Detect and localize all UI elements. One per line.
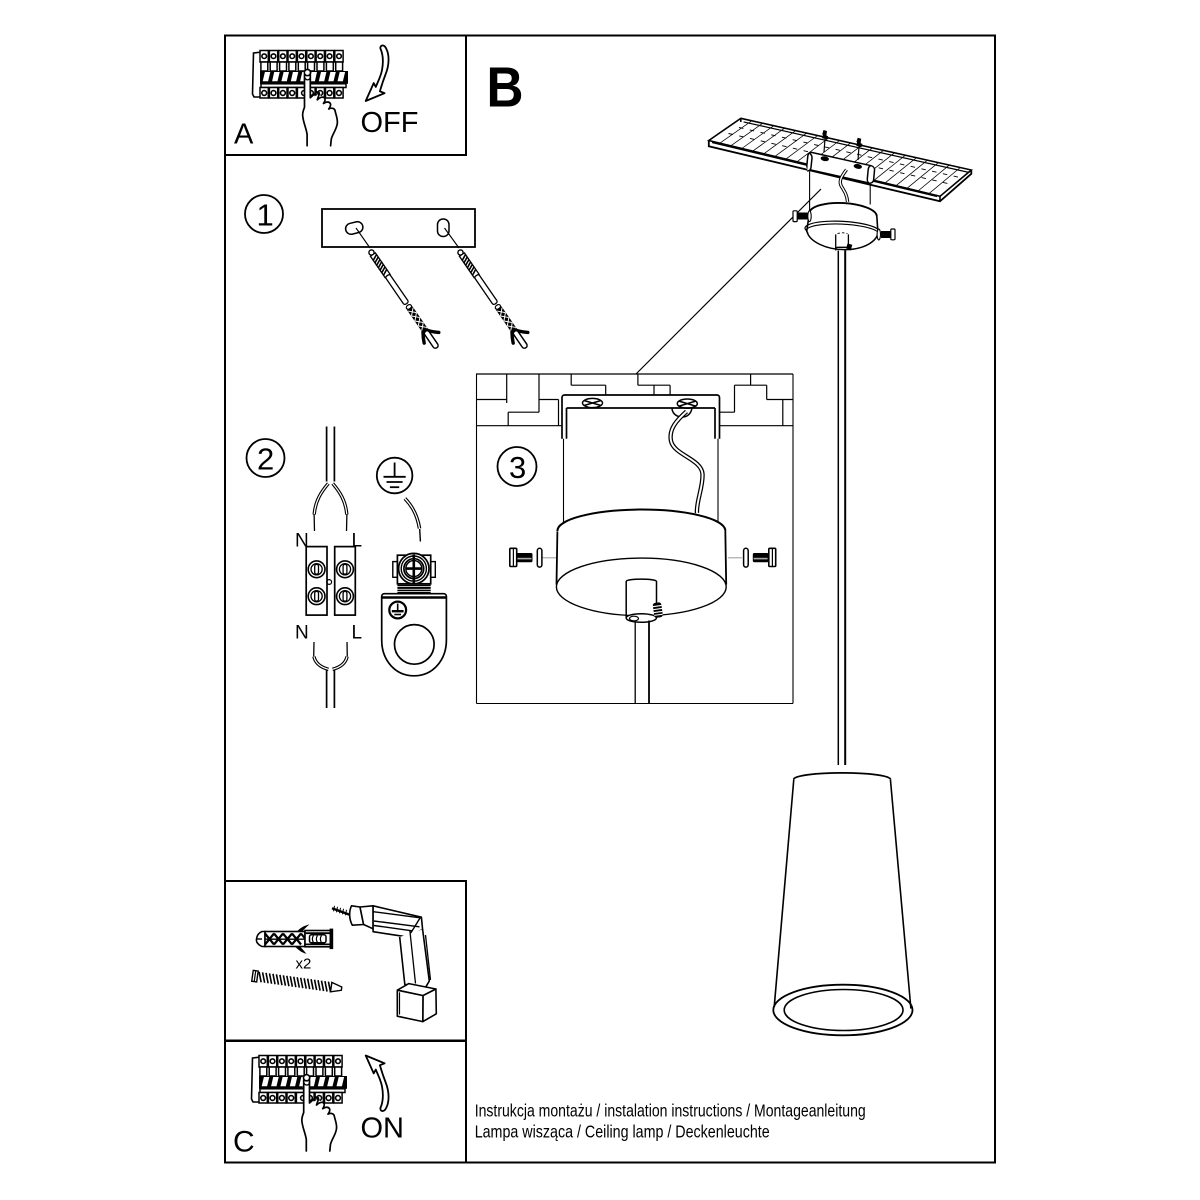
svg-text:3: 3 <box>509 450 526 485</box>
svg-text:C: C <box>233 1125 255 1158</box>
svg-text:ON: ON <box>361 1113 405 1145</box>
svg-text:x2: x2 <box>296 956 312 973</box>
svg-text:Lampa wisząca / Ceiling lamp: Lampa wisząca / Ceiling lamp / Deckenleu… <box>475 1121 770 1141</box>
svg-text:1: 1 <box>257 198 274 233</box>
svg-text:L: L <box>352 531 363 552</box>
svg-text:L: L <box>352 622 363 643</box>
svg-text:B: B <box>487 56 524 120</box>
svg-text:N: N <box>295 531 309 552</box>
svg-text:N: N <box>295 622 309 643</box>
svg-text:Instrukcja montażu / instalati: Instrukcja montażu / instalation instruc… <box>475 1101 866 1121</box>
svg-text:OFF: OFF <box>361 107 419 139</box>
svg-text:2: 2 <box>257 442 274 477</box>
svg-text:A: A <box>234 119 254 151</box>
